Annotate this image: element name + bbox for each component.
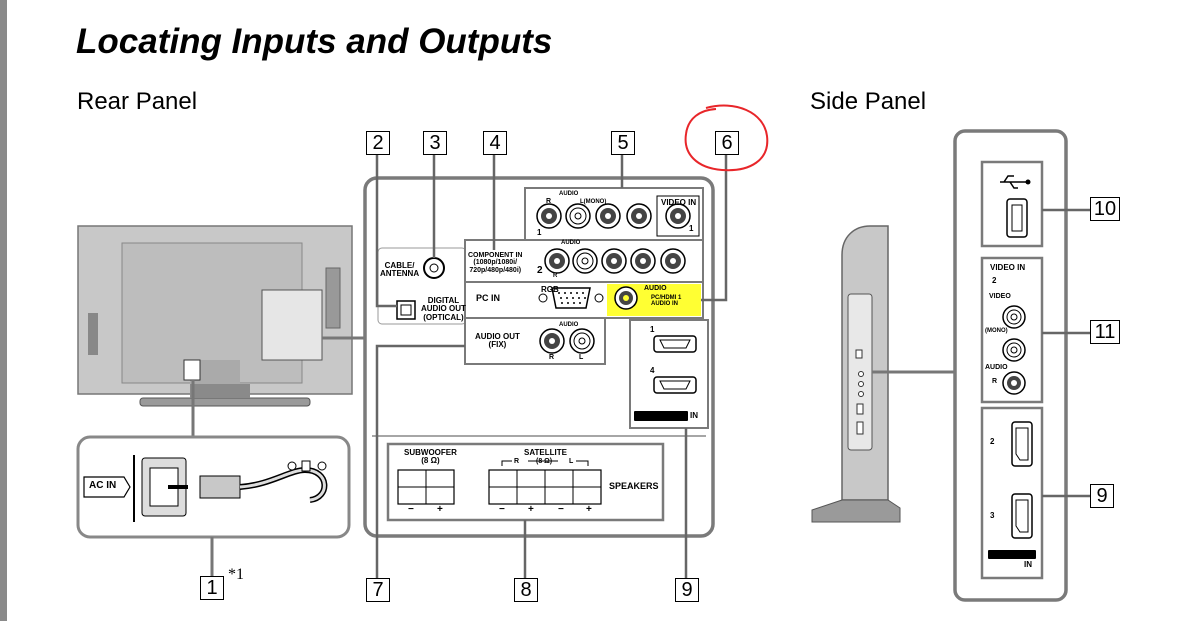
page-title: Locating Inputs and Outputs bbox=[76, 22, 553, 61]
l-mono-label: L(MONO) bbox=[580, 199, 607, 205]
side-hdmi-logo bbox=[988, 550, 1036, 559]
side-video-in-label: VIDEO IN bbox=[990, 263, 1026, 272]
sub-minus: − bbox=[408, 504, 414, 515]
input-1-number: 1 bbox=[537, 228, 542, 237]
audio-out-fix-label: AUDIO OUT (FIX) bbox=[475, 332, 520, 350]
callout-9-rear: 9 bbox=[675, 578, 699, 602]
satellite-label: SATELLITE bbox=[524, 448, 567, 457]
side-audio-label: AUDIO bbox=[985, 364, 1008, 371]
callout-9-side: 9 bbox=[1090, 484, 1114, 508]
satellite-ohm-label: (8 Ω) bbox=[536, 458, 553, 465]
callout-1: 1 bbox=[200, 576, 224, 600]
hdmi-4-number: 4 bbox=[650, 366, 655, 375]
hdmi-1-number: 1 bbox=[650, 325, 655, 334]
sat-r-plus: + bbox=[528, 504, 534, 515]
callout-2: 2 bbox=[366, 131, 390, 155]
callout-8: 8 bbox=[514, 578, 538, 602]
satellite-r-label: R bbox=[514, 458, 520, 465]
sat-r-minus: − bbox=[499, 504, 505, 515]
callout-3: 3 bbox=[423, 131, 447, 155]
hdmi-logo bbox=[634, 411, 688, 421]
rear-leader-lines bbox=[375, 155, 728, 578]
side-panel-heading: Side Panel bbox=[810, 88, 927, 115]
ac-in-label: AC IN bbox=[89, 480, 117, 491]
side-input-2-number: 2 bbox=[992, 276, 997, 285]
rear-panel-heading: Rear Panel bbox=[77, 88, 198, 115]
callout-5: 5 bbox=[611, 131, 635, 155]
input-2-number: 2 bbox=[537, 265, 543, 276]
pc-in-label: PC IN bbox=[476, 293, 501, 303]
video-in-1-number: 1 bbox=[689, 224, 694, 233]
tv-side-silhouette bbox=[811, 225, 901, 523]
subwoofer-label: SUBWOOFER (8 Ω) bbox=[404, 448, 457, 466]
side-connector-frame bbox=[953, 129, 1068, 602]
callout-6: 6 bbox=[715, 131, 739, 155]
r-label-1: R bbox=[546, 198, 552, 205]
rear-connector-frame bbox=[363, 176, 715, 538]
callout-7: 7 bbox=[366, 578, 390, 602]
side-hdmi-in-label: IN bbox=[1024, 560, 1032, 569]
audio-out-r-label: R bbox=[549, 354, 555, 361]
pc-hdmi1-audio-in-label: PC/HDMI 1 AUDIO IN bbox=[651, 295, 682, 308]
callout-11: 11 bbox=[1090, 320, 1120, 344]
tv-rear-silhouette bbox=[77, 225, 353, 407]
footnote-marker: *1 bbox=[228, 566, 244, 583]
callout-4: 4 bbox=[483, 131, 507, 155]
sub-plus: + bbox=[437, 504, 443, 515]
audio-out-l-label: L bbox=[579, 354, 584, 361]
hdmi-in-label-rear: IN bbox=[690, 411, 698, 420]
rgb-label: RGB bbox=[541, 285, 559, 294]
callout-10: 10 bbox=[1090, 197, 1120, 221]
ac-in-box bbox=[76, 435, 351, 539]
video-in-label: VIDEO IN bbox=[661, 198, 697, 207]
rca-jacks bbox=[536, 203, 691, 354]
red-annotation-circle bbox=[684, 104, 769, 172]
side-leader-lines bbox=[1042, 208, 1090, 498]
r-label-2: R bbox=[553, 273, 558, 279]
side-hdmi-2-number: 2 bbox=[990, 437, 995, 446]
side-r-label: R bbox=[992, 378, 998, 385]
audio-label-3: AUDIO bbox=[559, 322, 579, 328]
side-hdmi-3-number: 3 bbox=[990, 511, 995, 520]
speakers-label: SPEAKERS bbox=[609, 481, 659, 491]
audio-label-1: AUDIO bbox=[559, 191, 579, 197]
sat-l-minus: − bbox=[558, 504, 564, 515]
component-in-label: COMPONENT IN (1080p/1080i/ 720p/480p/480… bbox=[468, 252, 523, 274]
cable-antenna-label: CABLE/ ANTENNA bbox=[380, 261, 420, 279]
digital-audio-out-label: DIGITAL AUDIO OUT (OPTICAL) bbox=[421, 296, 466, 322]
audio-label-2: AUDIO bbox=[561, 240, 581, 246]
pc-audio-label: AUDIO bbox=[644, 285, 667, 292]
vga-port bbox=[538, 287, 604, 309]
side-video-label: VIDEO bbox=[989, 293, 1011, 300]
side-mono-label: (MONO) bbox=[985, 328, 1008, 334]
page-edge-bar bbox=[0, 0, 7, 621]
sat-l-plus: + bbox=[586, 504, 592, 515]
satellite-l-label: L bbox=[569, 458, 574, 465]
